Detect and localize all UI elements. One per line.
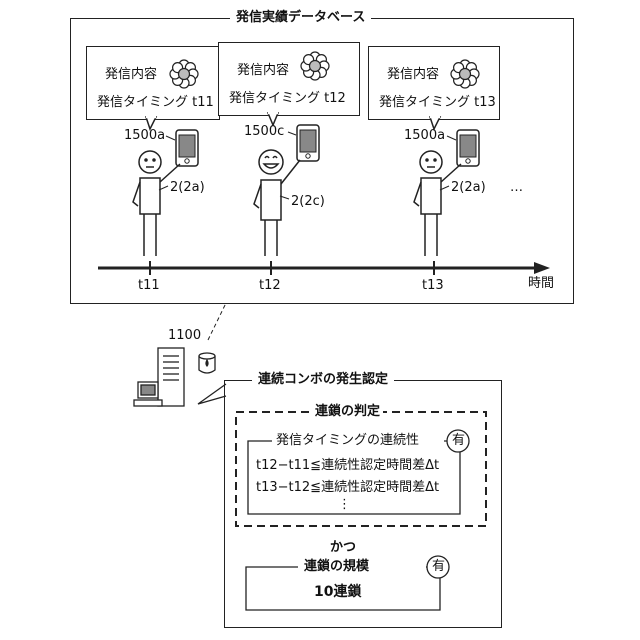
callout-pointer bbox=[198, 384, 226, 404]
user-label: 2(2a) bbox=[170, 180, 205, 196]
badge-label: 有 bbox=[452, 433, 465, 449]
user-label: 2(2c) bbox=[291, 194, 325, 210]
badge-label: 有 bbox=[432, 559, 445, 575]
timeline-arrowhead bbox=[534, 262, 550, 274]
phone-icon bbox=[457, 130, 479, 166]
dashed-connector bbox=[208, 303, 226, 340]
user-label: 2(2a) bbox=[451, 180, 486, 196]
continuity-line: t12−t11≦連続性認定時間差Δt bbox=[256, 458, 439, 474]
server-label: 1100 bbox=[168, 328, 201, 344]
continuity-line: t13−t12≦連続性認定時間差Δt bbox=[256, 480, 439, 496]
timeline-tick-label: t12 bbox=[259, 278, 281, 294]
timeline-axis-label: 時間 bbox=[528, 276, 554, 292]
terminal-label: 1500a bbox=[124, 128, 165, 144]
flower-icon bbox=[301, 52, 329, 80]
conjunction: かつ bbox=[330, 540, 356, 556]
server-icon bbox=[134, 348, 184, 406]
person-icon bbox=[414, 151, 461, 256]
combo-title: 連続コンボの発生認定 bbox=[252, 372, 394, 388]
person-icon bbox=[133, 151, 180, 256]
phone-icon bbox=[297, 125, 319, 161]
timeline-tick-label: t11 bbox=[138, 278, 160, 294]
continuity-title: 発信タイミングの連続性 bbox=[276, 433, 419, 449]
chain-judgement-title: 連鎖の判定 bbox=[312, 404, 383, 420]
flower-icon bbox=[170, 60, 198, 88]
scale-title: 連鎖の規模 bbox=[304, 559, 369, 575]
phone-icon bbox=[176, 130, 198, 166]
flower-icon bbox=[451, 60, 479, 88]
scale-value: 10連鎖 bbox=[314, 584, 361, 600]
terminal-label: 1500c bbox=[244, 124, 284, 140]
continuity-line: ⋮ bbox=[338, 497, 351, 513]
timeline-tick-label: t13 bbox=[422, 278, 444, 294]
terminal-label: 1500a bbox=[404, 128, 445, 144]
database-cylinder-icon bbox=[199, 353, 215, 373]
ellipsis: … bbox=[510, 180, 523, 196]
